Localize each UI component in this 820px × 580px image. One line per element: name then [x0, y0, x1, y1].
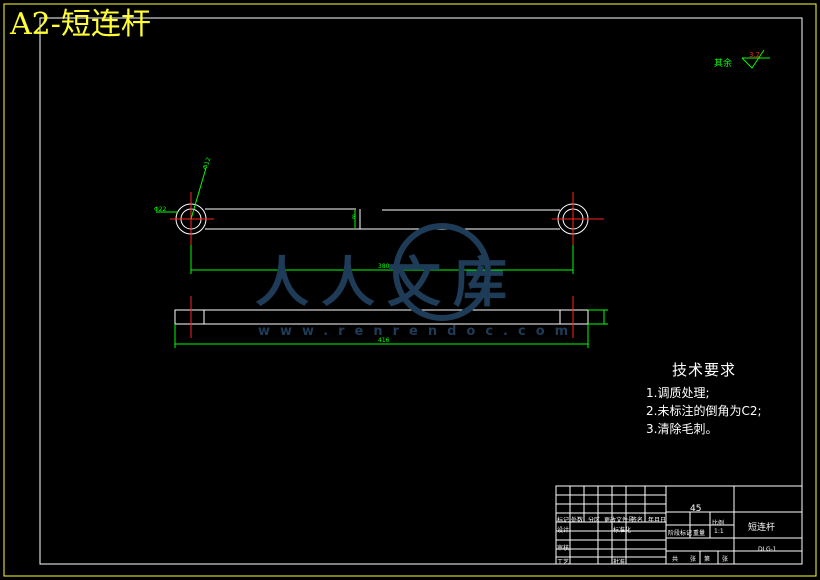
watermark-brand: 人人文库 — [255, 250, 519, 314]
dim-hole-dia2: Φ22 — [154, 206, 167, 213]
title-block-material: 45 — [690, 504, 702, 514]
drawing-title: A2-短连杆 — [10, 7, 151, 42]
tech-item-1: 1.调质处理; — [646, 386, 710, 400]
title-block-cell: 比例 — [712, 520, 725, 527]
inner-frame — [39, 17, 803, 565]
title-block-cell: 处数 — [571, 517, 584, 524]
title-block-cell: 年月日 — [648, 517, 667, 524]
title-block-scale: 1:1 — [714, 528, 724, 535]
title-block-cell: 签名 — [631, 517, 644, 524]
title-block-cell: 阶段标记 — [668, 530, 693, 537]
title-block — [555, 485, 803, 565]
tech-item-2: 2.未标注的倒角为C2; — [646, 404, 762, 418]
title-block-cell: 分区 — [588, 517, 601, 524]
watermark-ring — [393, 223, 491, 321]
dim-center-distance: 380 — [378, 263, 390, 270]
title-block-cell: 批准 — [613, 559, 626, 566]
title-block-cell: 标准化 — [613, 527, 632, 534]
top-view-dimensions — [156, 167, 574, 274]
roughness-label: 其余 — [714, 59, 733, 69]
title-block-cell: 重量 — [693, 530, 706, 537]
title-block-cell: 张 — [722, 556, 729, 563]
outer-frame — [3, 3, 817, 577]
tech-item-3: 3.清除毛刺。 — [646, 422, 718, 436]
front-view — [174, 309, 589, 325]
watermark-url: www.renrendoc.com — [258, 324, 579, 339]
dim-overall-length: 416 — [378, 337, 390, 344]
front-view-centerlines — [190, 296, 574, 338]
roughness-value: 3.2 — [749, 51, 761, 59]
title-block-cell: 第 — [704, 556, 711, 563]
top-view — [175, 203, 589, 235]
title-block-cell: 共 — [672, 556, 679, 563]
tech-requirements-heading: 技术要求 — [672, 361, 737, 379]
front-view-dimensions — [174, 309, 608, 348]
top-view-centerlines — [170, 192, 604, 248]
dim-thickness: 8 — [352, 214, 356, 221]
front-body — [174, 309, 589, 325]
title-block-cell: 张 — [690, 556, 697, 563]
title-block-part-name: 短连杆 — [748, 523, 776, 533]
title-block-cell: 标记 — [557, 517, 570, 524]
title-block-cell: 更改文件号 — [604, 517, 635, 524]
title-block-cell: 设计 — [557, 527, 570, 534]
title-block-cell: 工艺 — [557, 559, 570, 566]
title-block-cell: 审核 — [557, 545, 570, 552]
roughness-symbol — [741, 49, 770, 69]
title-block-drawing-no: DLG-1 — [758, 546, 777, 553]
